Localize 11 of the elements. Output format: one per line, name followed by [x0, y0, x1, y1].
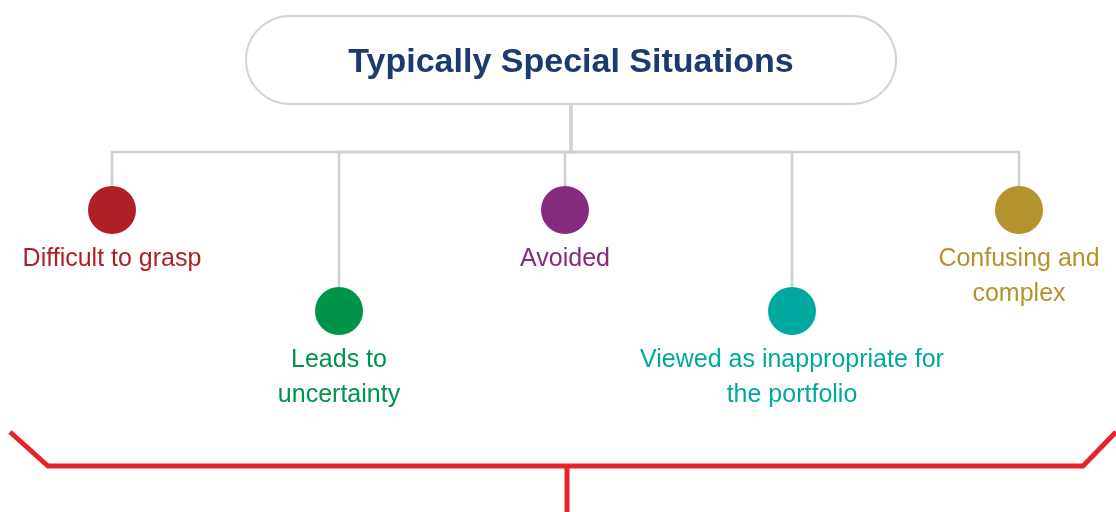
heading-text: Typically Special Situations	[348, 40, 794, 80]
item-caption: Difficult to grasp	[21, 242, 203, 273]
circle-marker	[88, 186, 136, 234]
circle-marker	[995, 186, 1043, 234]
circle-marker	[315, 287, 363, 335]
circle-marker	[768, 287, 816, 335]
item-caption: Viewed as inappropriate for the portfolio	[639, 343, 945, 409]
circle-marker	[541, 186, 589, 234]
item-caption: Leads to uncertainty	[276, 343, 402, 409]
item-caption: Confusing and complex	[937, 242, 1101, 308]
item-caption: Avoided	[519, 242, 611, 273]
